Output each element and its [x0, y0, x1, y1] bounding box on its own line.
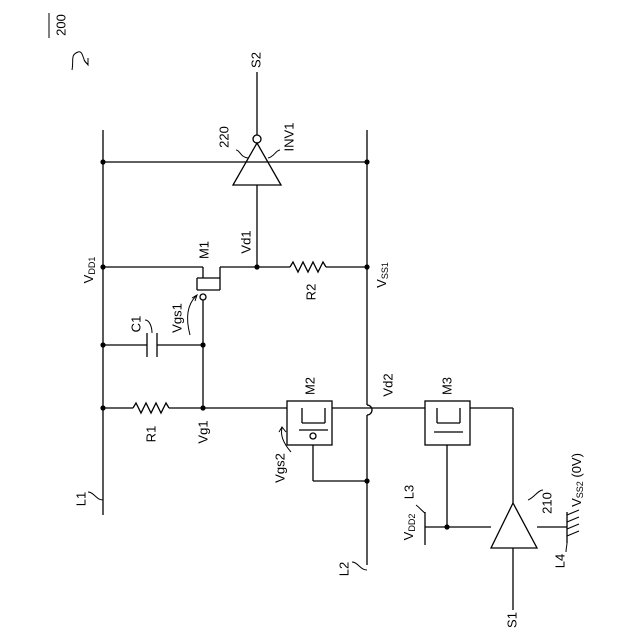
label-vg1: Vg1	[195, 420, 210, 443]
vgs2-arrowhead	[279, 427, 286, 432]
svg-text:INV1: INV1	[281, 123, 296, 152]
svg-text:210: 210	[539, 492, 554, 514]
svg-text:C1: C1	[128, 316, 143, 333]
svg-text:Vgs2: Vgs2	[272, 453, 287, 483]
svg-text:M3: M3	[439, 377, 454, 395]
vgs1-arrow	[188, 296, 196, 335]
label-c1: C1	[128, 316, 143, 333]
label-m3: M3	[439, 377, 454, 395]
label-r1: R1	[143, 426, 158, 443]
label-vdd2: VDD2	[401, 514, 417, 541]
label-vdd1: VDD1	[81, 257, 97, 284]
svg-text:VSS1: VSS1	[374, 262, 390, 288]
label-vgs2: Vgs2	[272, 453, 287, 483]
ground-hatch-1	[567, 510, 579, 515]
junction-dot	[444, 524, 449, 529]
m2-gate-bubble	[310, 433, 316, 439]
leader-l2	[352, 562, 367, 570]
ground-hatch-2	[567, 517, 579, 522]
label-line-l2: L2	[336, 562, 351, 576]
figure-number-text: 200	[53, 14, 68, 36]
junction-dot	[200, 342, 205, 347]
resistor-r2	[290, 262, 326, 272]
label-line-l4: L4	[552, 554, 567, 568]
svg-text:L3: L3	[401, 485, 416, 499]
label-r2: R2	[303, 284, 318, 301]
label-line-l1: L1	[73, 492, 88, 506]
junction-dot	[100, 405, 105, 410]
label-vd1: Vd1	[238, 230, 253, 253]
svg-text:220: 220	[216, 126, 231, 148]
junction-dot	[254, 264, 259, 269]
svg-text:R2: R2	[303, 284, 318, 301]
figure-number: 200	[53, 14, 68, 36]
rail-crossover	[367, 405, 372, 415]
label-input-s1: S1	[504, 612, 519, 628]
label-220: 220	[216, 126, 231, 148]
label-output-s2: S2	[248, 52, 263, 68]
svg-text:Vg1: Vg1	[195, 420, 210, 443]
label-210: 210	[539, 492, 554, 514]
buffer-210	[491, 503, 537, 548]
leader-c1	[145, 320, 152, 333]
svg-text:VDD2: VDD2	[401, 514, 417, 541]
figure-leader	[72, 52, 88, 70]
svg-text:S2: S2	[248, 52, 263, 68]
label-line-l3: L3	[401, 485, 416, 499]
svg-text:Vd2: Vd2	[380, 373, 395, 396]
label-vgs1: Vgs1	[169, 303, 184, 333]
svg-text:Vd1: Vd1	[238, 230, 253, 253]
label-vss2: VSS2 (0V)	[569, 453, 585, 507]
leader-220	[236, 150, 248, 158]
label-m2: M2	[302, 377, 317, 395]
resistor-r1	[133, 403, 169, 413]
leader-l3	[416, 505, 425, 513]
svg-text:L4: L4	[552, 554, 567, 568]
figure-leader-arrow	[84, 58, 88, 65]
label-m1: M1	[196, 241, 211, 259]
junction-dot	[364, 159, 369, 164]
ground-hatch-3	[567, 524, 579, 529]
ground-hatch-4	[567, 531, 579, 536]
junction-dot	[100, 264, 105, 269]
m1-gate-bubble	[200, 294, 206, 300]
junction-dot	[100, 159, 105, 164]
label-inv1: INV1	[281, 123, 296, 152]
svg-text:L1: L1	[73, 492, 88, 506]
label-vss1: VSS1	[374, 262, 390, 288]
svg-text:M1: M1	[196, 241, 211, 259]
svg-text:R1: R1	[143, 426, 158, 443]
junction-dot	[364, 478, 369, 483]
svg-text:M2: M2	[302, 377, 317, 395]
junction-dot	[100, 342, 105, 347]
leader-inv1	[268, 150, 280, 158]
leader-l1	[88, 492, 103, 500]
junction-dot	[364, 264, 369, 269]
svg-text:VDD1: VDD1	[81, 257, 97, 284]
svg-text:L2: L2	[336, 562, 351, 576]
junction-dot	[200, 405, 205, 410]
inverter-inv1	[233, 143, 281, 185]
leader-l4	[566, 543, 567, 552]
svg-text:VSS2 (0V): VSS2 (0V)	[569, 453, 585, 507]
svg-text:Vgs1: Vgs1	[169, 303, 184, 333]
label-vd2: Vd2	[380, 373, 395, 396]
svg-text:S1: S1	[504, 612, 519, 628]
